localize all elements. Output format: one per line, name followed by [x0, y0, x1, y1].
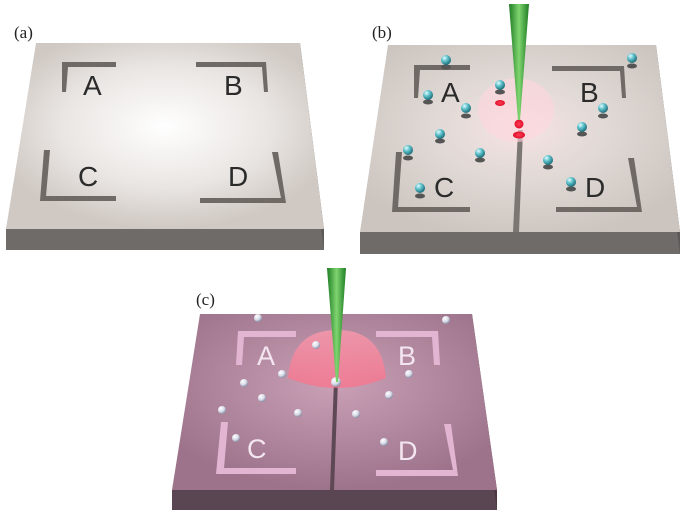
- quadrant-label-d: D: [228, 161, 248, 192]
- cut-line: [330, 380, 338, 490]
- nanoparticle-icon: [627, 53, 637, 69]
- substrate-top: [6, 43, 324, 229]
- nanoparticle-icon: [380, 438, 388, 446]
- quadrant-label-d: D: [585, 172, 605, 203]
- nanoparticle-icon: [218, 406, 226, 414]
- quadrant-label-a: A: [257, 341, 275, 371]
- nanoparticle-icon: [461, 103, 471, 119]
- corner-markers: [392, 65, 642, 212]
- quadrant-label-b: B: [398, 341, 416, 371]
- nanoparticle-icon: [294, 409, 302, 417]
- nanoparticle-icon: [232, 434, 240, 442]
- substrate-side: [6, 229, 324, 250]
- quadrant-label-a: A: [83, 70, 102, 101]
- nanoparticle-icon: [415, 183, 425, 199]
- nanoparticles: [403, 53, 637, 199]
- afm-tip-icon: [509, 4, 529, 120]
- nanoparticle-icon: [423, 90, 433, 105]
- corner-markers: [40, 62, 286, 203]
- quadrant-label-a: A: [441, 77, 460, 108]
- nanoparticle-icon: [598, 103, 608, 119]
- nanoparticle-icon: [442, 316, 450, 324]
- nanoparticle-icon: [577, 122, 587, 137]
- quadrant-label-d: D: [398, 436, 418, 466]
- nanoparticle-icon: [435, 129, 445, 144]
- substrate-side: [360, 232, 680, 254]
- cut-line: [513, 130, 523, 232]
- panel-label: (c): [196, 290, 215, 309]
- nanoparticle-icon: [278, 370, 286, 378]
- panel-b: (b) A B C D: [360, 4, 680, 254]
- nanoparticle-icon: [352, 410, 360, 418]
- nanoparticle-icon: [385, 391, 393, 399]
- quadrant-label-b: B: [224, 70, 243, 101]
- nanoparticle-icon: [405, 370, 413, 378]
- substrate-side: [172, 490, 497, 510]
- panel-label: (a): [14, 23, 33, 42]
- nanoparticle-icon: [495, 80, 505, 95]
- quadrant-label-c: C: [434, 172, 454, 203]
- panel-label: (b): [372, 23, 392, 42]
- nanoparticle-icon: [566, 177, 576, 192]
- nanoparticle-icon: [441, 55, 451, 70]
- afm-tip-icon: [327, 268, 346, 382]
- quadrant-label-c: C: [78, 161, 98, 192]
- nanoparticle-icon: [475, 148, 485, 163]
- nanoparticle-icon: [254, 314, 262, 322]
- panel-a: (a) A B C D: [6, 23, 324, 250]
- nanoparticle-icon: [258, 394, 266, 402]
- nanoparticle-icon: [312, 341, 320, 349]
- corner-markers: [216, 331, 458, 476]
- panel-c: (c) A B C D: [172, 268, 497, 510]
- quadrant-label-b: B: [580, 77, 599, 108]
- nanoparticle-icon: [403, 145, 413, 161]
- quadrant-label-c: C: [247, 434, 267, 464]
- laser-spot-icon: [495, 100, 525, 139]
- nanoparticle-icon: [543, 155, 553, 170]
- nanoparticle-icon: [240, 379, 248, 387]
